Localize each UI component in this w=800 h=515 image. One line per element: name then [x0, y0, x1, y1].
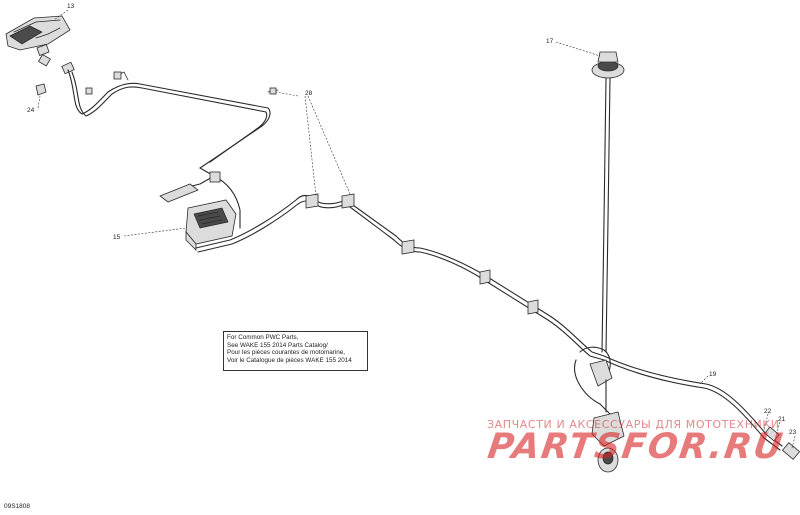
watermark-logo: PARTSFOR.RU [485, 427, 787, 467]
main-harness-long-run [195, 193, 800, 460]
callout-13: 13 [67, 3, 75, 10]
leader-21 [775, 421, 781, 437]
callout-28: 28 [305, 90, 313, 97]
callout-24: 24 [27, 107, 35, 114]
part-15-fuse-box [159, 167, 241, 251]
leader-13 [53, 9, 69, 21]
part-13-switch-housing [5, 15, 71, 56]
plug-connector-left [37, 53, 75, 75]
leader-28a [304, 95, 317, 197]
leader-24 [37, 95, 41, 109]
leader-28c [275, 91, 299, 97]
callout-21: 21 [778, 416, 786, 423]
part-24-clip [35, 83, 47, 96]
parts-catalog-note: For Common PWC Parts, See WAKE 155 2014 … [223, 331, 368, 371]
leader-19 [699, 375, 709, 385]
callout-17: 17 [546, 38, 554, 45]
note-line-2: See WAKE 155 2014 Parts Catalog/ [227, 341, 328, 349]
part-17-sensor [591, 51, 625, 353]
leader-15 [123, 227, 187, 237]
callout-23: 23 [789, 429, 797, 436]
callout-15: 15 [113, 234, 121, 241]
note-line-1: For Common PWC Parts, [227, 334, 299, 341]
leader-17 [555, 41, 601, 57]
note-line-3: Pour les pièces courantes de motomarine, [227, 349, 345, 357]
lower-junction-assembly [574, 346, 625, 473]
callout-22: 22 [764, 408, 772, 415]
note-line-4: Voir le Catalogue de pièces WAKE 155 201… [227, 356, 352, 364]
leader-28b [307, 95, 351, 195]
leader-22 [763, 413, 769, 431]
diagram-code: 09S1808 [4, 503, 31, 510]
callout-19: 19 [709, 371, 717, 378]
watermark-subtitle: ЗАПЧАСТИ И АКСЕССУАРЫ ДЛЯ МОТОТЕХНИКИ [487, 418, 780, 431]
main-harness-left-branch [67, 69, 279, 169]
